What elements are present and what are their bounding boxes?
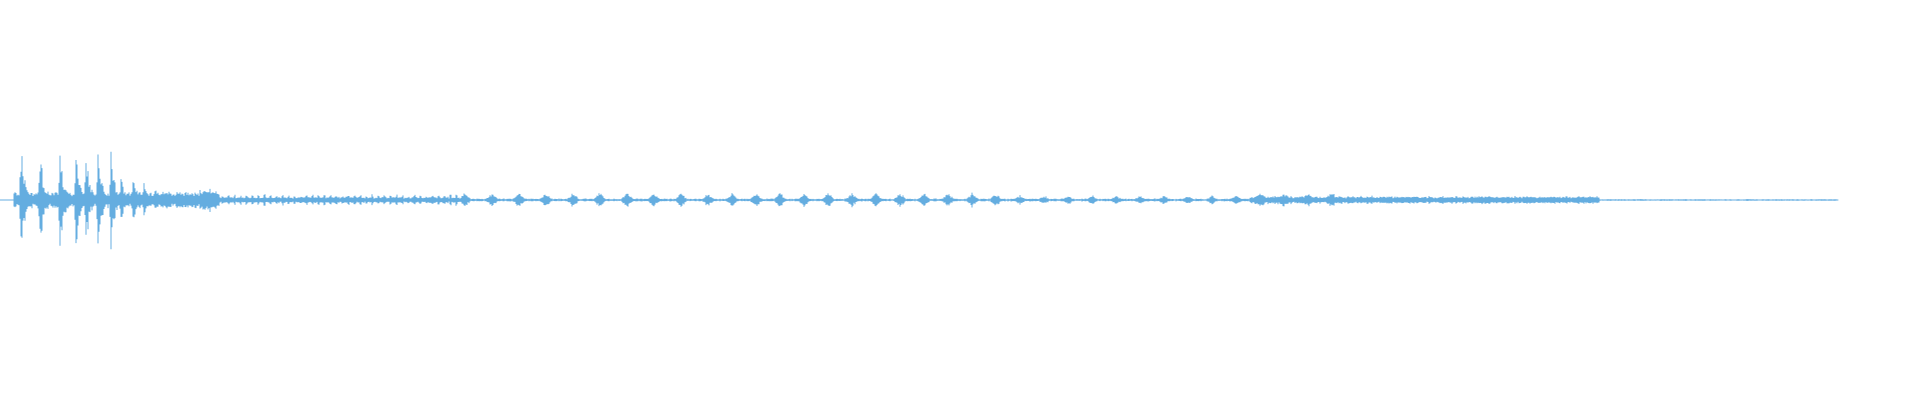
waveform-signal — [13, 151, 1839, 250]
